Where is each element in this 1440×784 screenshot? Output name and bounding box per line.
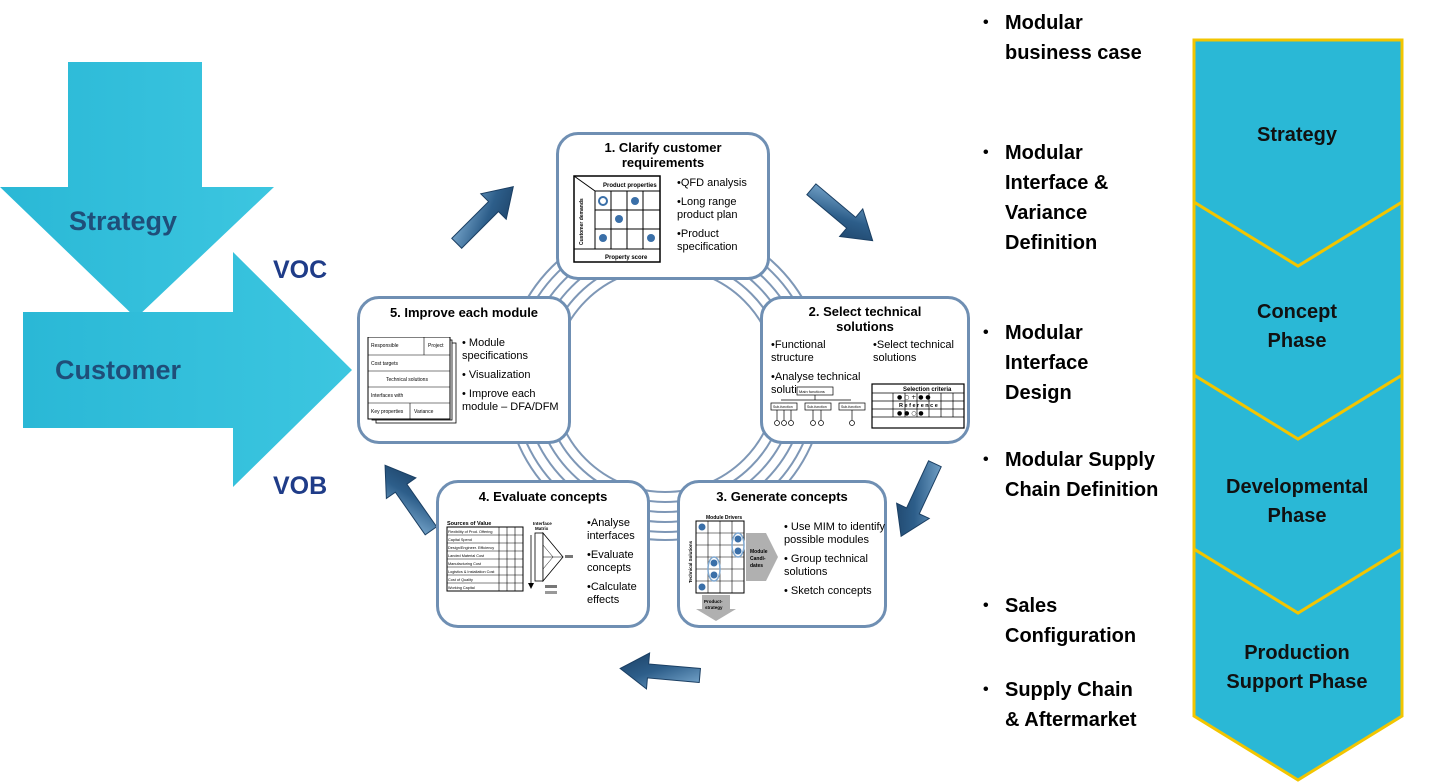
voc-label: VOC [273,256,328,284]
step-4-title: 4. Evaluate concepts [478,489,608,504]
svg-text:Module: Module [750,549,768,555]
svg-text:Sub-function: Sub-function [841,405,861,409]
qfd-matrix-diagram: Product properties Property score Custom… [573,175,661,263]
svg-text:Variance: Variance [414,409,434,415]
sources-row-label: Working Capital [448,586,475,590]
sources-of-value-diagram: Sources of Value Flexibility of Prod. Of… [446,521,573,594]
step-3-item: • Sketch concepts [784,585,872,597]
phase-label-concept: Concept Phase [1257,301,1337,352]
svg-text:strategy: strategy [705,605,723,610]
svg-text:Candi-: Candi- [750,556,766,562]
svg-text:Main functions: Main functions [799,389,825,394]
svg-text:Selection criteria: Selection criteria [903,387,952,393]
svg-text:Product-: Product- [704,599,723,604]
svg-text:Technical Solutions: Technical Solutions [688,540,693,583]
svg-text:Technical solutions: Technical solutions [386,377,428,383]
svg-text:Sub-function: Sub-function [773,405,793,409]
step-2-item: •Select technical solutions [873,339,954,364]
svg-text:● ○ + ● ●: ● ○ + ● ● [897,394,931,401]
step-3-box: 3. Generate concepts Module Drivers Modu… [677,480,887,628]
left-arrows [0,62,352,487]
phase-chevrons [1192,38,1404,782]
step-3-title: 3. Generate concepts [716,489,848,504]
arrow-5-to-1 [451,186,514,249]
step-1-title: 1. Clarify customer requirements [604,140,722,170]
sources-row-label: Manufacturing Cost [448,562,482,566]
svg-text:Module Drivers: Module Drivers [706,515,742,521]
step-1-item: •Long range product plan [677,196,738,221]
vob-label: VOB [273,472,328,500]
strategy-arrow [0,62,274,318]
qfd-top-label: Product properties [603,183,657,189]
customer-arrow [23,252,352,487]
svg-text:Responsible: Responsible [371,343,399,349]
step-1-box: 1. Clarify customer requirements Product… [556,132,770,280]
step-5-list: • Module specifications • Visualization … [462,337,566,420]
svg-text:Key properties: Key properties [371,409,404,415]
svg-text:Interfaces with: Interfaces with [371,393,403,399]
phase-label-strategy: Strategy [1256,124,1338,146]
step-4-item: •Analyse interfaces [587,517,635,542]
sources-row-label: Landed Material Cost [448,554,485,558]
svg-text:dates: dates [750,563,763,569]
qfd-side-label: Customer demands [579,198,585,245]
step-2-item: •Functional structure [771,339,826,364]
bullet-text: Sales Configuration [1005,595,1137,647]
sources-row-label: Logistics & Installation Cost [448,570,495,574]
step-2-list-right: •Select technical solutions [873,339,965,371]
step-1-item: •QFD analysis [677,177,747,189]
sources-row-label: Capital Spend [448,538,472,542]
step-2-box: 2. Select technical solutions •Functiona… [760,296,970,444]
bullet-text: Modular Interface Design [1005,322,1089,404]
step-5-item: • Improve each module – DFA/DFM [462,388,559,413]
step-5-item: • Visualization [462,369,531,381]
module-matrix-diagram: Module Drivers Module Candi- dates Produ… [688,515,778,621]
phase-chevron-strategy [1192,38,1404,268]
step-4-item: •Calculate effects [587,581,637,606]
cycle-arrows [384,183,942,690]
svg-text:Interface: Interface [533,521,552,526]
svg-text:Matrix: Matrix [535,526,549,531]
bullet-text: Supply Chain & Aftermarket [1005,679,1137,731]
phase-label-developmental: Developmental Phase [1226,476,1369,527]
step-1-list: •QFD analysis •Long range product plan •… [677,177,767,260]
step-5-title: 5. Improve each module [389,305,539,320]
step-2-title: 2. Select technical solutions [808,304,922,334]
customer-arrow-label: Customer [55,355,182,385]
bullet-text: Modular Supply Chain Definition [1005,449,1159,501]
function-tree-diagram: Main functions Sub-function Sub-function… [770,386,866,426]
step-5-box: 5. Improve each module Responsible Proje… [357,296,571,444]
sources-row-label: Cost of Quality [448,578,473,582]
svg-text:Project: Project [428,343,444,349]
module-spec-diagram: Responsible Project Cost targets Technic… [367,337,457,424]
arrow-3-to-4 [619,652,701,690]
arrow-2-to-3 [895,460,942,538]
svg-text:Sources of Value: Sources of Value [447,521,491,527]
step-3-item: • Use MIM to identify possible modules [784,521,886,546]
step-3-item: • Group technical solutions [784,553,868,578]
phase-label-production: Production Support Phase [1226,642,1368,693]
step-4-box: 4. Evaluate concepts Sources of Value Fl… [436,480,650,628]
bullet-text: Modular business case [1005,12,1142,64]
svg-text:● ● ○ ●: ● ● ○ ● [897,410,924,417]
sources-row-label: Flexibility of Prod. Offering [448,530,492,534]
step-5-item: • Module specifications [462,337,529,362]
selection-criteria-diagram: Selection criteria R e f e r e n c e ● ○… [871,383,965,429]
qfd-bottom-label: Property score [605,255,648,261]
step-2-list-left: •Functional structure •Analyse technical… [771,339,871,403]
step-3-list: • Use MIM to identify possible modules •… [784,521,886,604]
strategy-arrow-label: Strategy [69,206,178,236]
step-4-item: •Evaluate concepts [587,549,634,574]
bullet-text: Modular Interface & Variance Definition [1005,142,1109,254]
step-4-list: •Analyse interfaces •Evaluate concepts •… [587,517,649,613]
sources-row-label: Design/Engineer. Efficiency [448,546,494,550]
svg-text:Cost targets: Cost targets [371,361,398,367]
arrow-4-to-5 [384,464,438,536]
svg-text:Sub-function: Sub-function [807,405,827,409]
svg-text:R e f e r e n c e: R e f e r e n c e [899,403,938,409]
step-1-item: •Product specification [677,228,738,253]
arrow-1-to-2 [806,183,874,242]
